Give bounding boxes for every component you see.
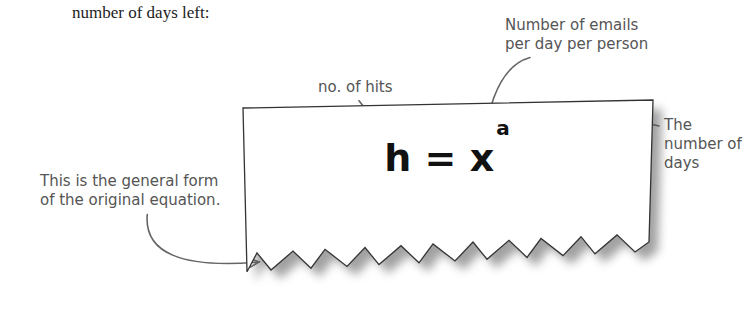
paper-sheet [243, 100, 653, 272]
annotation: This is the general form of the original… [40, 172, 235, 210]
equation-text: h = x [384, 136, 494, 180]
torn-paper: h = xa [237, 98, 657, 290]
annotation: The number of days [664, 116, 746, 172]
page-text: number of days left: [72, 2, 209, 23]
annotation: no. of hits [318, 78, 393, 97]
equation: h = xa [237, 136, 657, 180]
annotation: Number of emails per day per person [505, 16, 655, 54]
paper-outline [237, 98, 657, 290]
leader-line [147, 215, 259, 264]
exponent: a [496, 116, 510, 160]
